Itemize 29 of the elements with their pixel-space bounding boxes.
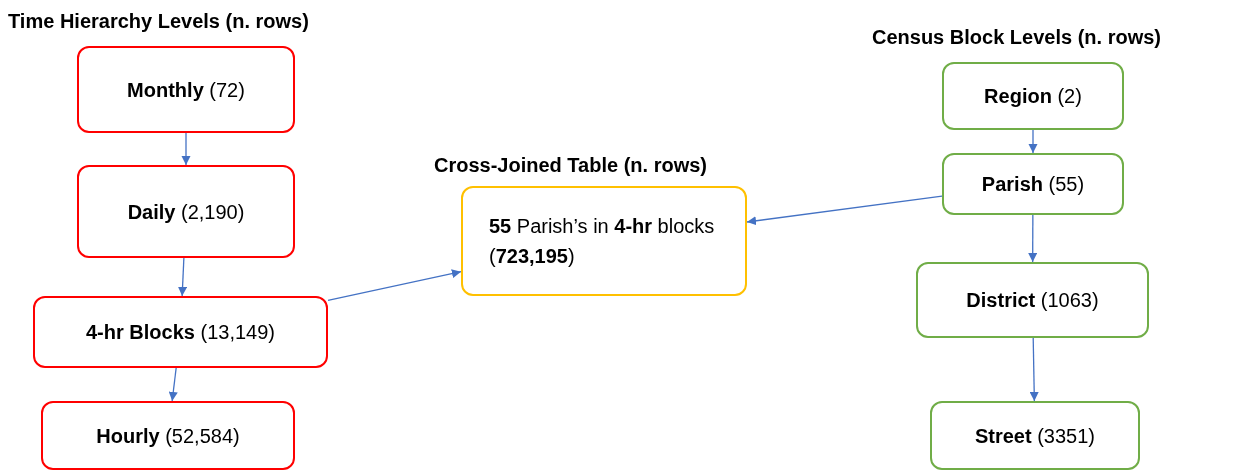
level-text: 4-hr Blocks (13,149): [86, 320, 275, 345]
level-text: Daily (2,190): [127, 199, 245, 225]
arrow: [168, 367, 178, 402]
level-box: [77, 165, 295, 258]
level-text: 55 Parish’s in 4-hr blocks (723,195): [488, 214, 716, 269]
level-box: [77, 46, 295, 133]
level-text: Parish (55): [981, 172, 1085, 197]
group-heading: Time Hierarchy Levels (n. rows): [8, 10, 309, 33]
level-box: [942, 62, 1124, 130]
level-box: [41, 401, 295, 470]
level-box: [942, 153, 1124, 215]
arrow: [327, 269, 462, 301]
arrow: [746, 195, 943, 226]
level-text: Hourly (52,584): [96, 423, 240, 449]
level-box: [33, 296, 328, 368]
level-text: Monthly (72): [127, 77, 245, 103]
group-heading: Cross-Joined Table (n. rows): [434, 154, 707, 177]
group-heading: Census Block Levels (n. rows): [872, 26, 1161, 49]
arrow: [1028, 129, 1038, 154]
level-box: [916, 262, 1149, 338]
level-box: [930, 401, 1140, 470]
level-text: Street (3351): [974, 423, 1096, 449]
arrow: [1029, 337, 1039, 402]
arrow: [1028, 214, 1038, 263]
level-text: Region (2): [984, 84, 1082, 109]
arrow: [181, 132, 191, 166]
arrow: [178, 257, 188, 297]
level-text: District (1063): [966, 288, 1099, 313]
level-box: [461, 186, 747, 296]
